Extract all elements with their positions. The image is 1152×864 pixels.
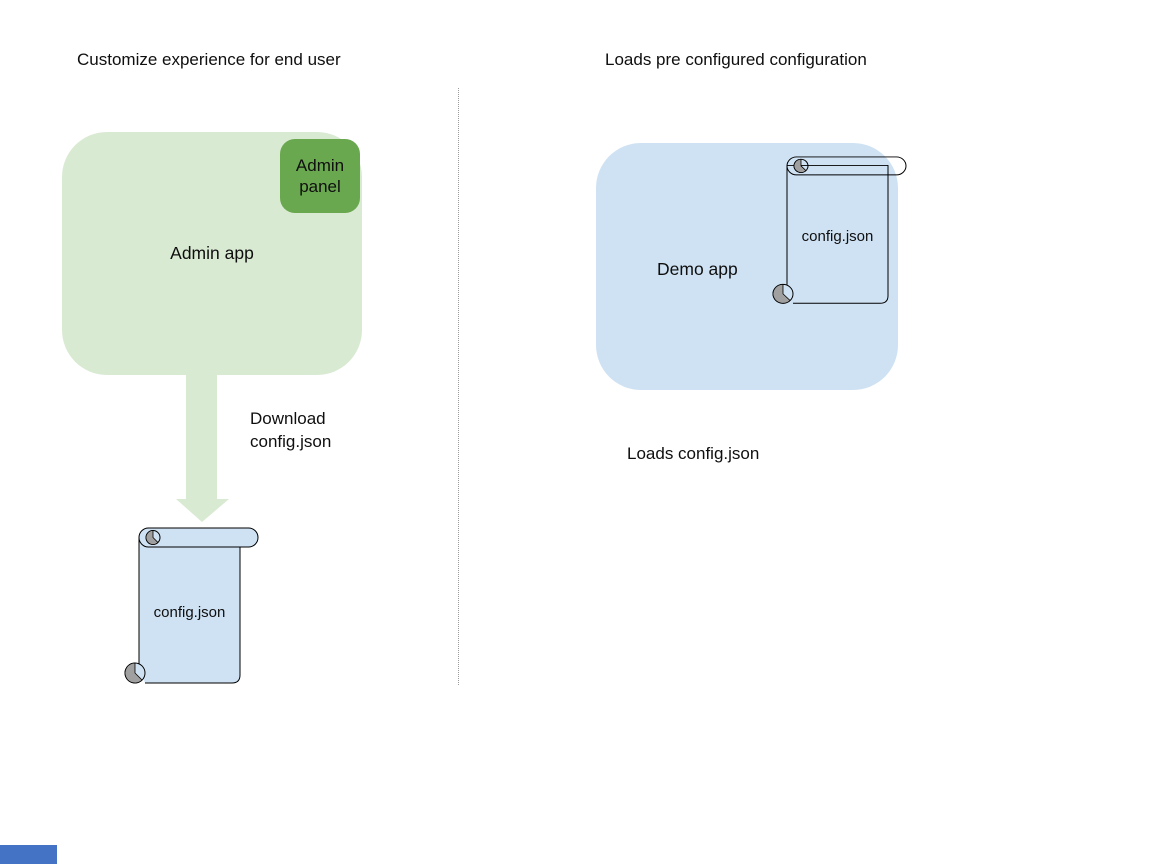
bottom-left-blue-rectangle	[0, 845, 57, 864]
loads-config-label: Loads config.json	[627, 444, 760, 463]
config-file-label-right: config.json	[801, 228, 874, 245]
admin-app-box: Admin app Admin panel	[62, 132, 362, 375]
download-config-label: Download config.json	[250, 409, 332, 451]
right-section-title: Loads pre configured configuration	[605, 50, 867, 69]
admin-panel-box: Admin panel	[280, 139, 360, 213]
config-scroll-icon-right	[772, 156, 907, 304]
left-section-title: Customize experience for end user	[77, 50, 341, 69]
config-file-label-left: config.json	[153, 604, 226, 621]
demo-app-box	[596, 143, 898, 390]
demo-app-label: Demo app	[657, 259, 738, 279]
admin-app-label: Admin app	[170, 243, 254, 263]
download-arrow-icon	[176, 375, 229, 522]
config-scroll-icon-left	[124, 527, 259, 684]
section-divider-line	[458, 88, 459, 685]
